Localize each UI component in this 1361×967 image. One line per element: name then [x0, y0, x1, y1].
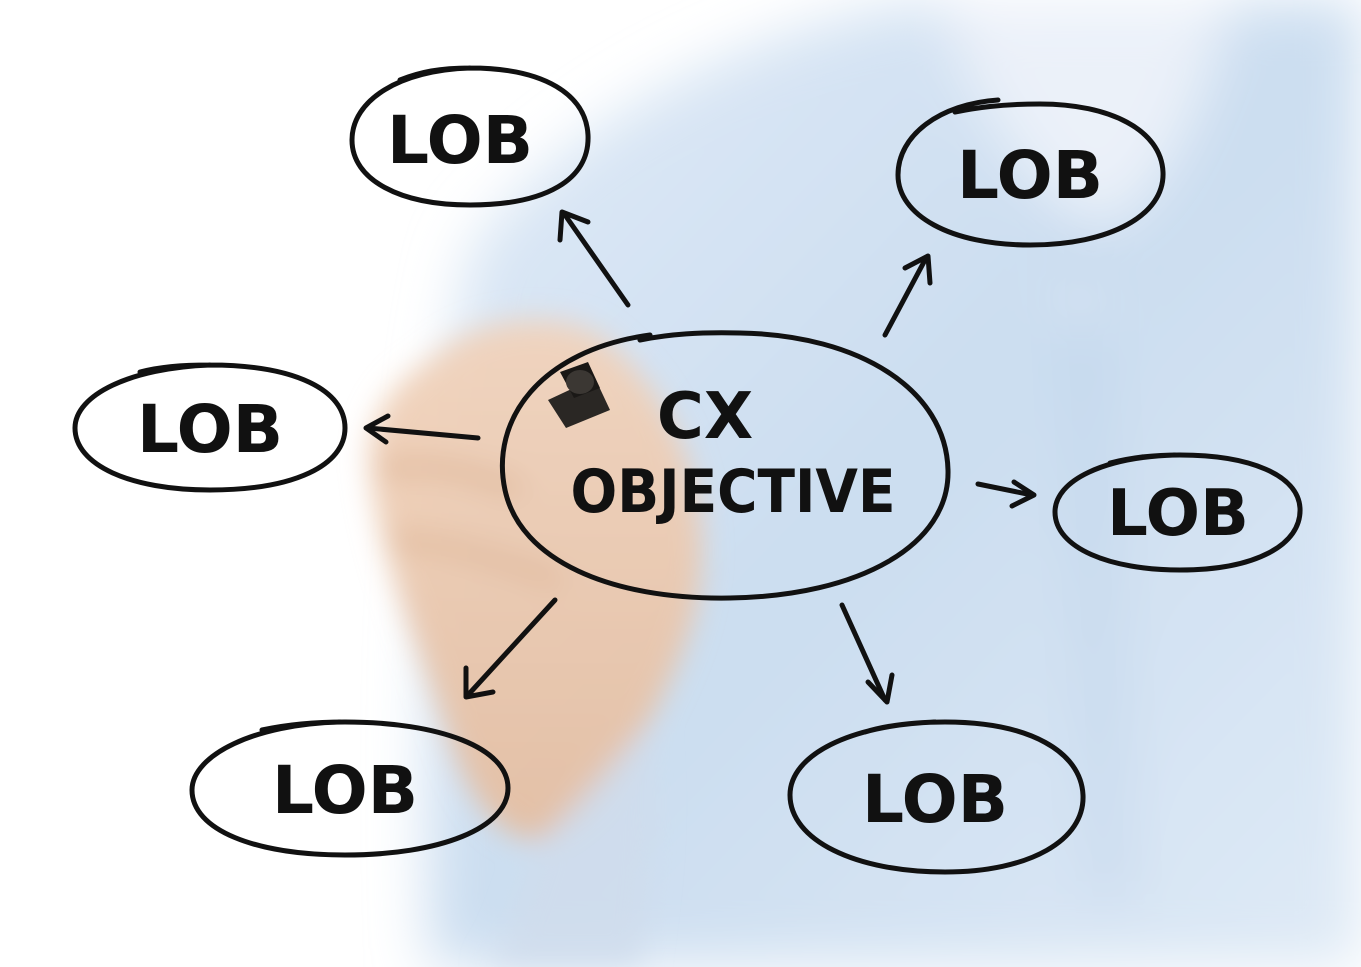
node-label: LOB [1107, 477, 1249, 551]
node-label: LOB [957, 137, 1103, 214]
node-bottom-right: LOB [787, 719, 1086, 875]
node-label: LOB [387, 102, 533, 179]
node-middle-left: LOB [72, 362, 348, 493]
center-node: CX OBJECTIVE [499, 330, 951, 601]
arrow-to-bottom-left [463, 597, 558, 700]
node-ellipse [787, 719, 1086, 875]
center-ellipse [499, 330, 951, 601]
node-bottom-left: LOB [189, 719, 511, 858]
arrow-to-middle-right [975, 479, 1037, 509]
shirt-shape [426, 0, 1361, 967]
node-ellipse [1052, 452, 1303, 573]
node-ellipse [895, 97, 1166, 248]
node-middle-right: LOB [1052, 452, 1303, 573]
node-top-left: LOB [349, 65, 591, 208]
center-label-line1: CX [657, 380, 753, 454]
arrow-to-top-right [882, 253, 933, 338]
node-label: LOB [272, 752, 418, 829]
node-top-right: LOB [895, 97, 1166, 248]
node-label: LOB [862, 761, 1008, 838]
arrow-to-middle-left [363, 413, 481, 445]
node-ellipse [189, 719, 511, 858]
node-label: LOB [137, 391, 283, 468]
node-ellipse [349, 65, 591, 208]
node-ellipse [72, 362, 348, 493]
arrows [363, 209, 1037, 705]
arrow-to-top-left [557, 209, 631, 308]
center-label-line2: OBJECTIVE [571, 457, 896, 527]
arrow-to-bottom-right [839, 602, 895, 705]
marker-pen-icon [548, 362, 610, 428]
